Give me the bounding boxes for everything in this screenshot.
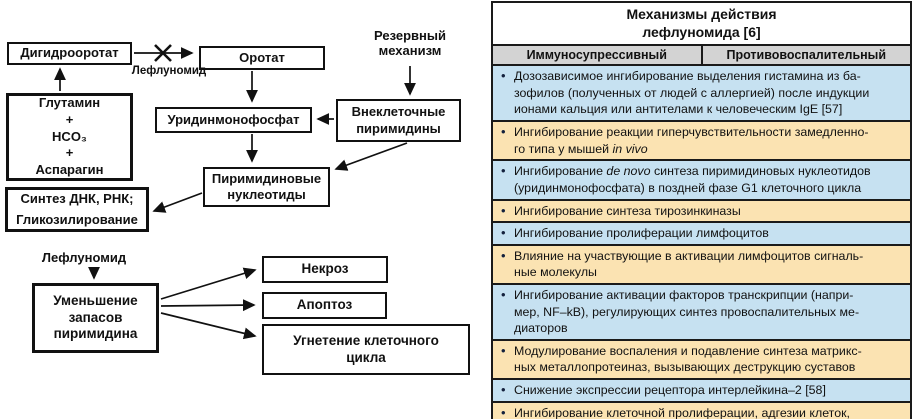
blocked-x-icon [154, 44, 172, 62]
flow-arrows [54, 44, 416, 340]
table-row: • Дозозависимое ингибирование выделения … [493, 66, 910, 121]
column-header-immunosuppressive: Иммуносупрессивный [526, 48, 667, 63]
table-row-text: Ингибирование de novo синтеза пиримидино… [514, 164, 871, 195]
bullet-icon: • [501, 404, 506, 419]
table-row-text: Снижение экспрессии рецептора интерлейки… [514, 383, 826, 397]
table-row-text: Ингибирование клеточной пролиферации, ад… [514, 405, 850, 419]
table-column-headers: Иммуносупрессивный Противовоспалительный [493, 44, 911, 67]
box-dna-rna-synthesis: Синтез ДНК, РНК; Гликозилирование [5, 187, 149, 232]
bullet-icon: • [501, 382, 506, 397]
bullet-icon: • [501, 286, 506, 302]
box-orotate: Оротат [199, 46, 325, 70]
table-row-text: Дозозависимое ингибирование выделения ги… [514, 69, 870, 117]
label-leflunomide-bottom: Лефлуномид [41, 250, 127, 265]
label-reserve-mechanism: Резервный механизм [374, 28, 446, 58]
bullet-icon: • [501, 163, 506, 179]
arrow-depletion-to-necrosis [160, 267, 257, 300]
box-glutamine-hco3-asparagine: Глутамин + HCO₃ + Аспарагин [6, 93, 133, 181]
box-necrosis: Некроз [262, 256, 388, 283]
table-title: Механизмы действия лефлуномида [6] [493, 3, 910, 45]
box-pyrimidine-depletion: Уменьшение запасов пиримидина [32, 283, 159, 353]
box-extracellular-pyrimidines: Внеклеточные пиримидины [336, 99, 461, 142]
table-row: • Влияние на участвующие в активации лим… [493, 243, 910, 283]
arrow-depletion-to-cellcycle [160, 312, 257, 340]
box-apoptosis: Апоптоз [262, 292, 387, 319]
mechanism-flowchart: Дигидрооротат Оротат Глутамин + HCO₃ + А… [5, 28, 470, 375]
label-leflunomide-block: Лефлуномид [131, 65, 207, 77]
table-row-text: Модулирование воспаления и подавление си… [514, 343, 862, 375]
table-row-text: Ингибирование пролиферации лимфоцитов [514, 226, 769, 241]
arrow-depletion-to-apoptosis [160, 299, 256, 312]
table-row: • Ингибирование клеточной пролиферации, … [493, 400, 910, 419]
table-row: • Ингибирование активации факторов транс… [493, 282, 910, 339]
table-row: • Ингибирование пролиферации лимфоцитов [493, 221, 910, 244]
bullet-icon: • [501, 225, 506, 241]
table-row: • Ингибирование синтеза тирозинкиназы [493, 198, 910, 222]
table-row-text: Влияние на участвующие в активации лимфо… [514, 248, 864, 280]
table-row: • Ингибирование de novo синтеза пиримиди… [493, 159, 910, 199]
table-row: • Снижение экспрессии рецептора интерлей… [493, 378, 910, 401]
bullet-icon: • [501, 124, 506, 140]
table-row-text: Ингибирование синтеза тирозинкиназы [514, 203, 741, 218]
table-row: • Ингибирование реакции гиперчувствитель… [493, 120, 910, 160]
table-row-text: Ингибирование активации факторов транскр… [514, 287, 860, 336]
box-cell-cycle-arrest: Угнетение клеточного цикла [262, 324, 470, 375]
box-pyrimidine-nucleotides: Пиримидиновые нуклеотиды [203, 167, 330, 207]
table-row: • Модулирование воспаления и подавление … [493, 338, 910, 378]
bullet-icon: • [501, 247, 506, 263]
arrow-extracellular-to-nucleotides [334, 142, 408, 171]
table-row-text: Ингибирование реакции гиперчувствительно… [514, 125, 869, 156]
arrow-nucleotides-to-synthesis [152, 192, 203, 213]
box-dihydroorotate: Дигидрооротат [7, 42, 132, 65]
table-rows: • Дозозависимое ингибирование выделения … [493, 66, 910, 419]
column-header-antiinflammatory: Противовоспалительный [700, 46, 911, 65]
bullet-icon: • [501, 68, 506, 84]
box-uridine-monophosphate: Уридинмонофосфат [155, 107, 312, 133]
bullet-icon: • [501, 202, 506, 218]
bullet-icon: • [501, 342, 506, 358]
mechanisms-table: Механизмы действия лефлуномида [6] Иммун… [491, 1, 912, 419]
